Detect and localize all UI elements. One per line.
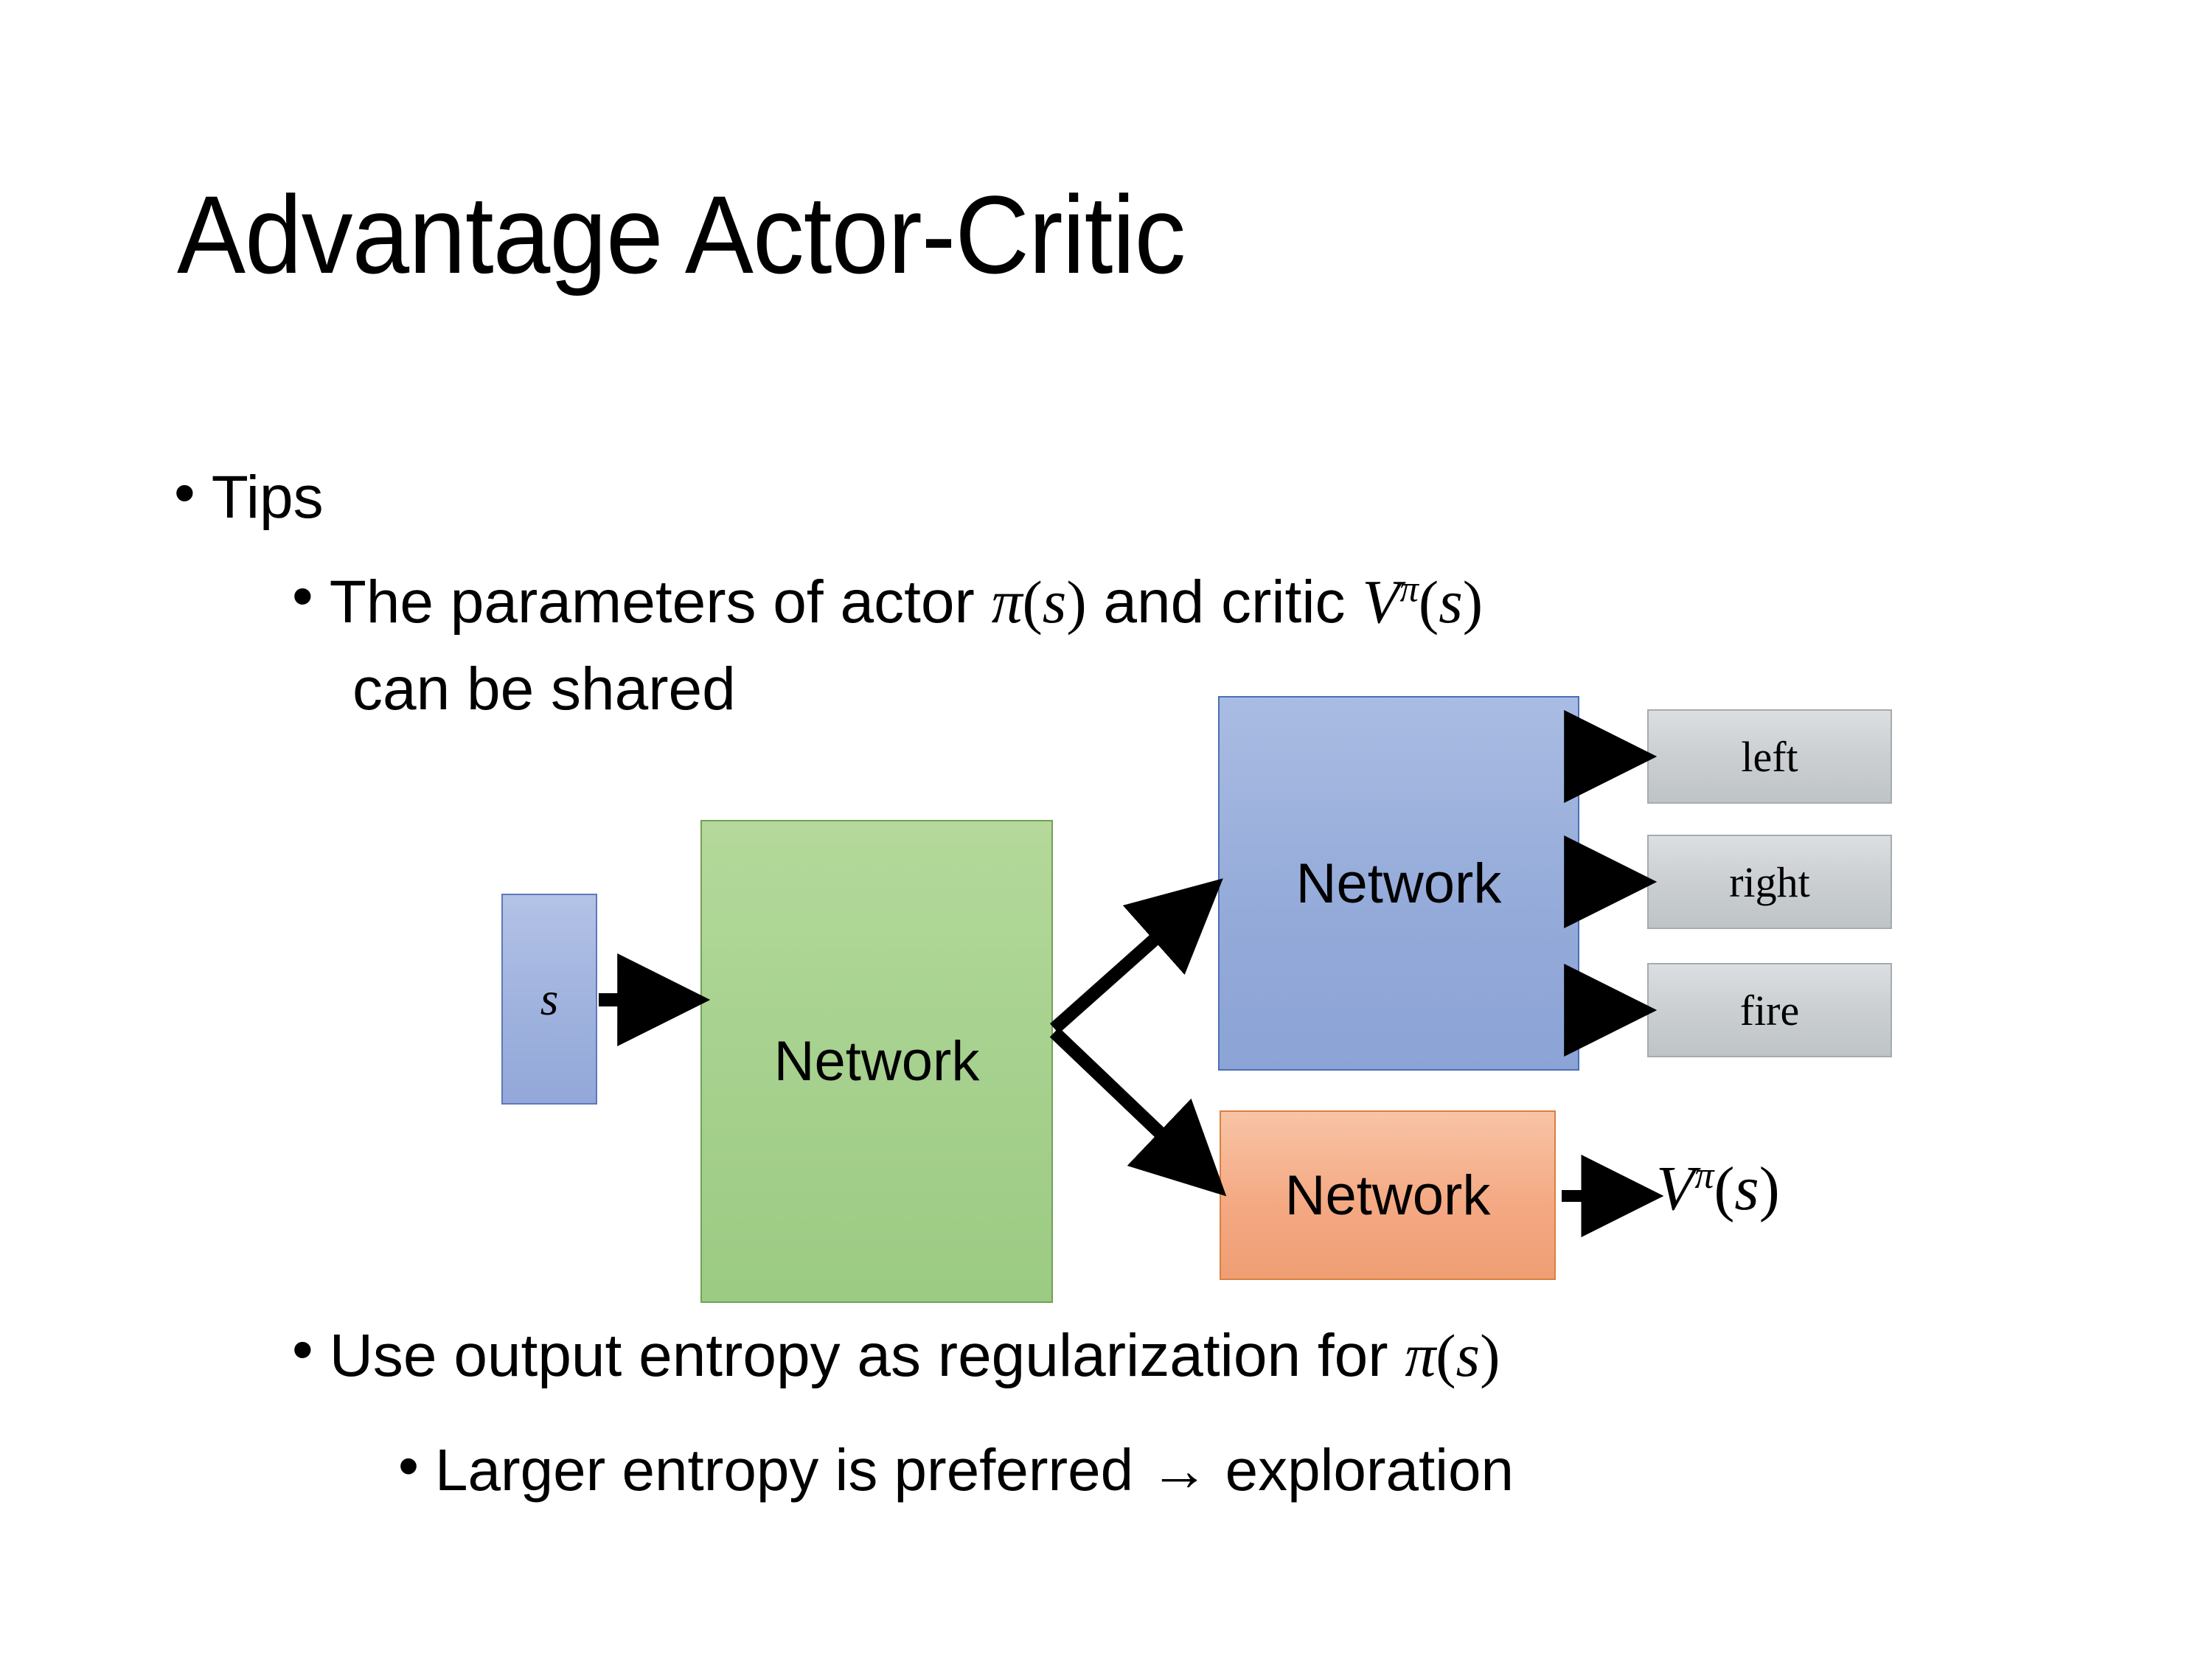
bullet-entropy-text: Use output entropy as regularization for… (330, 1320, 1500, 1391)
bullet-parameters-line2: can be shared (352, 655, 736, 723)
close-paren: ) (1066, 568, 1087, 636)
critic-network-label: Network (1284, 1164, 1491, 1227)
bullet-entropy: • Use output entropy as regularization f… (292, 1320, 1500, 1391)
bullet-parameters-text: The parameters of actor π(s) and critic … (330, 566, 1483, 638)
actor-arg: s (1042, 568, 1067, 636)
bullet-larger-entropy: • Larger entropy is preferred → explorat… (398, 1436, 1514, 1504)
close-paren: ) (1480, 1322, 1500, 1389)
close-paren: ) (1462, 568, 1484, 636)
value-arg: s (1734, 1153, 1759, 1223)
bullet-larger-entropy-label: Larger entropy is preferred → exploratio… (435, 1437, 1514, 1503)
diagram-actor-network-box: Network (1218, 696, 1579, 1071)
value-superscript: π (1694, 1155, 1714, 1197)
parameters-prefix: The parameters of actor (329, 568, 992, 636)
open-paren: ( (1436, 1322, 1456, 1389)
actor-symbol: π (991, 568, 1023, 636)
diagram-action-box-left: left (1647, 709, 1892, 804)
critic-arg: s (1439, 568, 1463, 636)
action-label-fire: fire (1739, 986, 1800, 1034)
page-title: Advantage Actor-Critic (177, 173, 1186, 296)
entropy-actor-arg: s (1455, 1321, 1481, 1390)
bullet-marker: • (174, 459, 195, 526)
bullet-marker: • (398, 1433, 420, 1498)
bullet-tips: • Tips (174, 463, 324, 532)
arrow-shared-to-actor (1050, 878, 1223, 1034)
parameters-middle: and critic (1086, 568, 1363, 636)
diagram-action-box-fire: fire (1647, 963, 1892, 1057)
value-symbol: V (1656, 1153, 1695, 1223)
actor-network-label: Network (1295, 852, 1502, 915)
open-paren: ( (1022, 568, 1043, 636)
diagram-input-state-box: s (501, 894, 597, 1105)
action-label-left: left (1741, 732, 1798, 781)
open-paren: ( (1418, 568, 1439, 636)
bullet-parameters: • The parameters of actor π(s) and criti… (292, 566, 1483, 638)
entropy-prefix: Use output entropy as regularization for (329, 1322, 1405, 1389)
bullet-marker: • (292, 563, 313, 630)
open-paren: ( (1714, 1155, 1735, 1223)
input-state-label: s (540, 973, 559, 1025)
critic-superscript: π (1399, 568, 1419, 610)
diagram-shared-network-box: Network (700, 820, 1053, 1303)
arrow-shared-to-critic (1049, 1027, 1227, 1197)
action-label-right: right (1729, 858, 1810, 906)
bullet-tips-label: Tips (211, 464, 324, 531)
diagram-value-output: Vπ(s) (1656, 1152, 1780, 1225)
entropy-actor-symbol: π (1405, 1321, 1436, 1390)
diagram-action-box-right: right (1647, 835, 1892, 929)
bullet-marker: • (292, 1316, 313, 1383)
diagram-critic-network-box: Network (1220, 1110, 1556, 1280)
critic-symbol: V (1362, 568, 1400, 636)
close-paren: ) (1759, 1155, 1780, 1223)
shared-network-label: Network (773, 1030, 980, 1093)
